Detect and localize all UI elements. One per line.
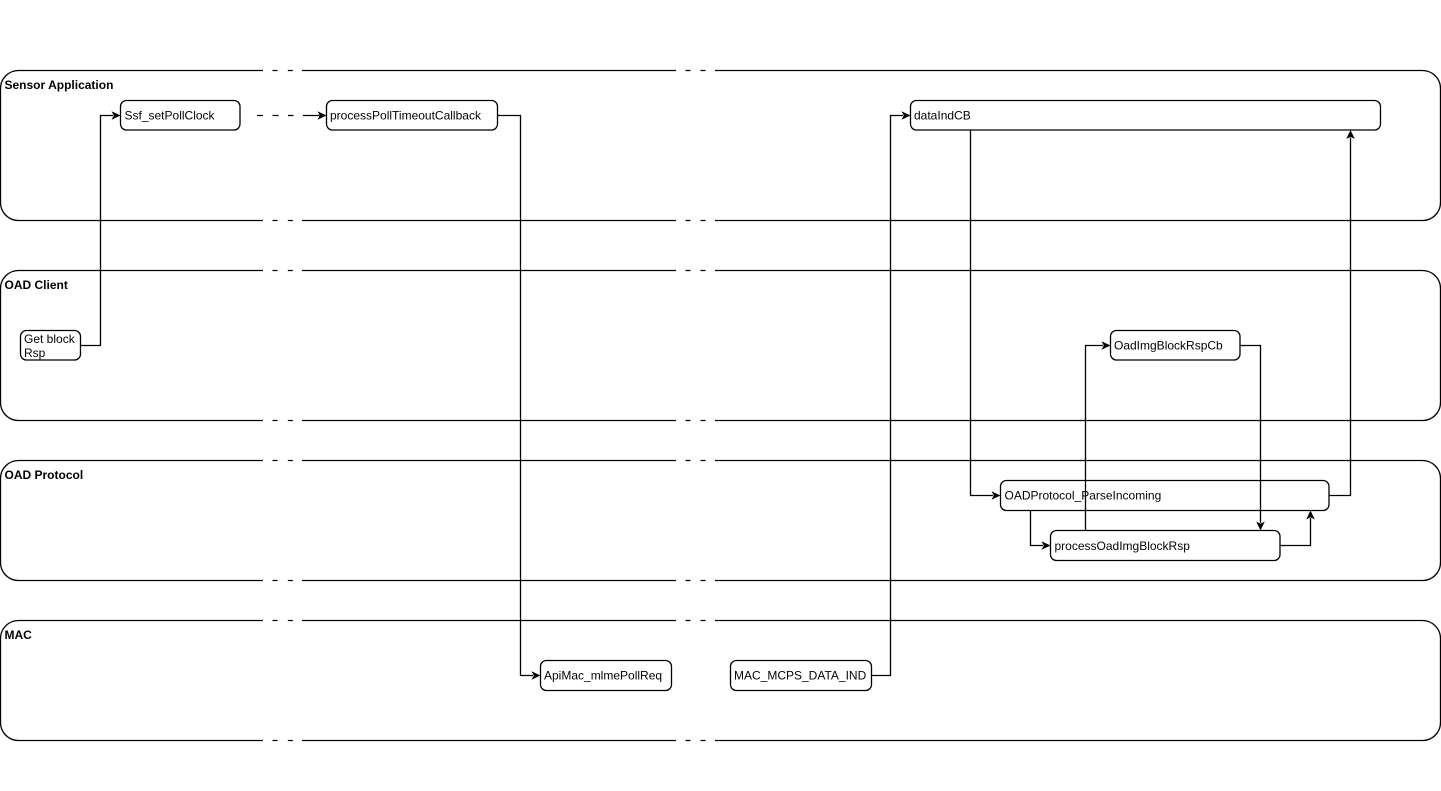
svg-text:Ssf_setPollClock: Ssf_setPollClock bbox=[125, 109, 216, 123]
svg-text:Get block: Get block bbox=[24, 332, 76, 346]
svg-text:dataIndCB: dataIndCB bbox=[914, 109, 971, 123]
svg-text:Rsp: Rsp bbox=[24, 346, 46, 360]
svg-text:OAD Client: OAD Client bbox=[5, 278, 68, 292]
svg-text:ApiMac_mlmePollReq: ApiMac_mlmePollReq bbox=[544, 669, 662, 683]
svg-text:OAD Protocol: OAD Protocol bbox=[5, 468, 84, 482]
svg-text:Sensor Application: Sensor Application bbox=[5, 78, 114, 92]
svg-text:MAC: MAC bbox=[5, 628, 33, 642]
svg-text:OADProtocol_ParseIncoming: OADProtocol_ParseIncoming bbox=[1005, 489, 1162, 503]
svg-text:MAC_MCPS_DATA_IND: MAC_MCPS_DATA_IND bbox=[734, 669, 867, 683]
svg-text:processOadImgBlockRsp: processOadImgBlockRsp bbox=[1055, 539, 1191, 553]
svg-text:processPollTimeoutCallback: processPollTimeoutCallback bbox=[330, 109, 482, 123]
svg-text:OadImgBlockRspCb: OadImgBlockRspCb bbox=[1114, 339, 1223, 353]
